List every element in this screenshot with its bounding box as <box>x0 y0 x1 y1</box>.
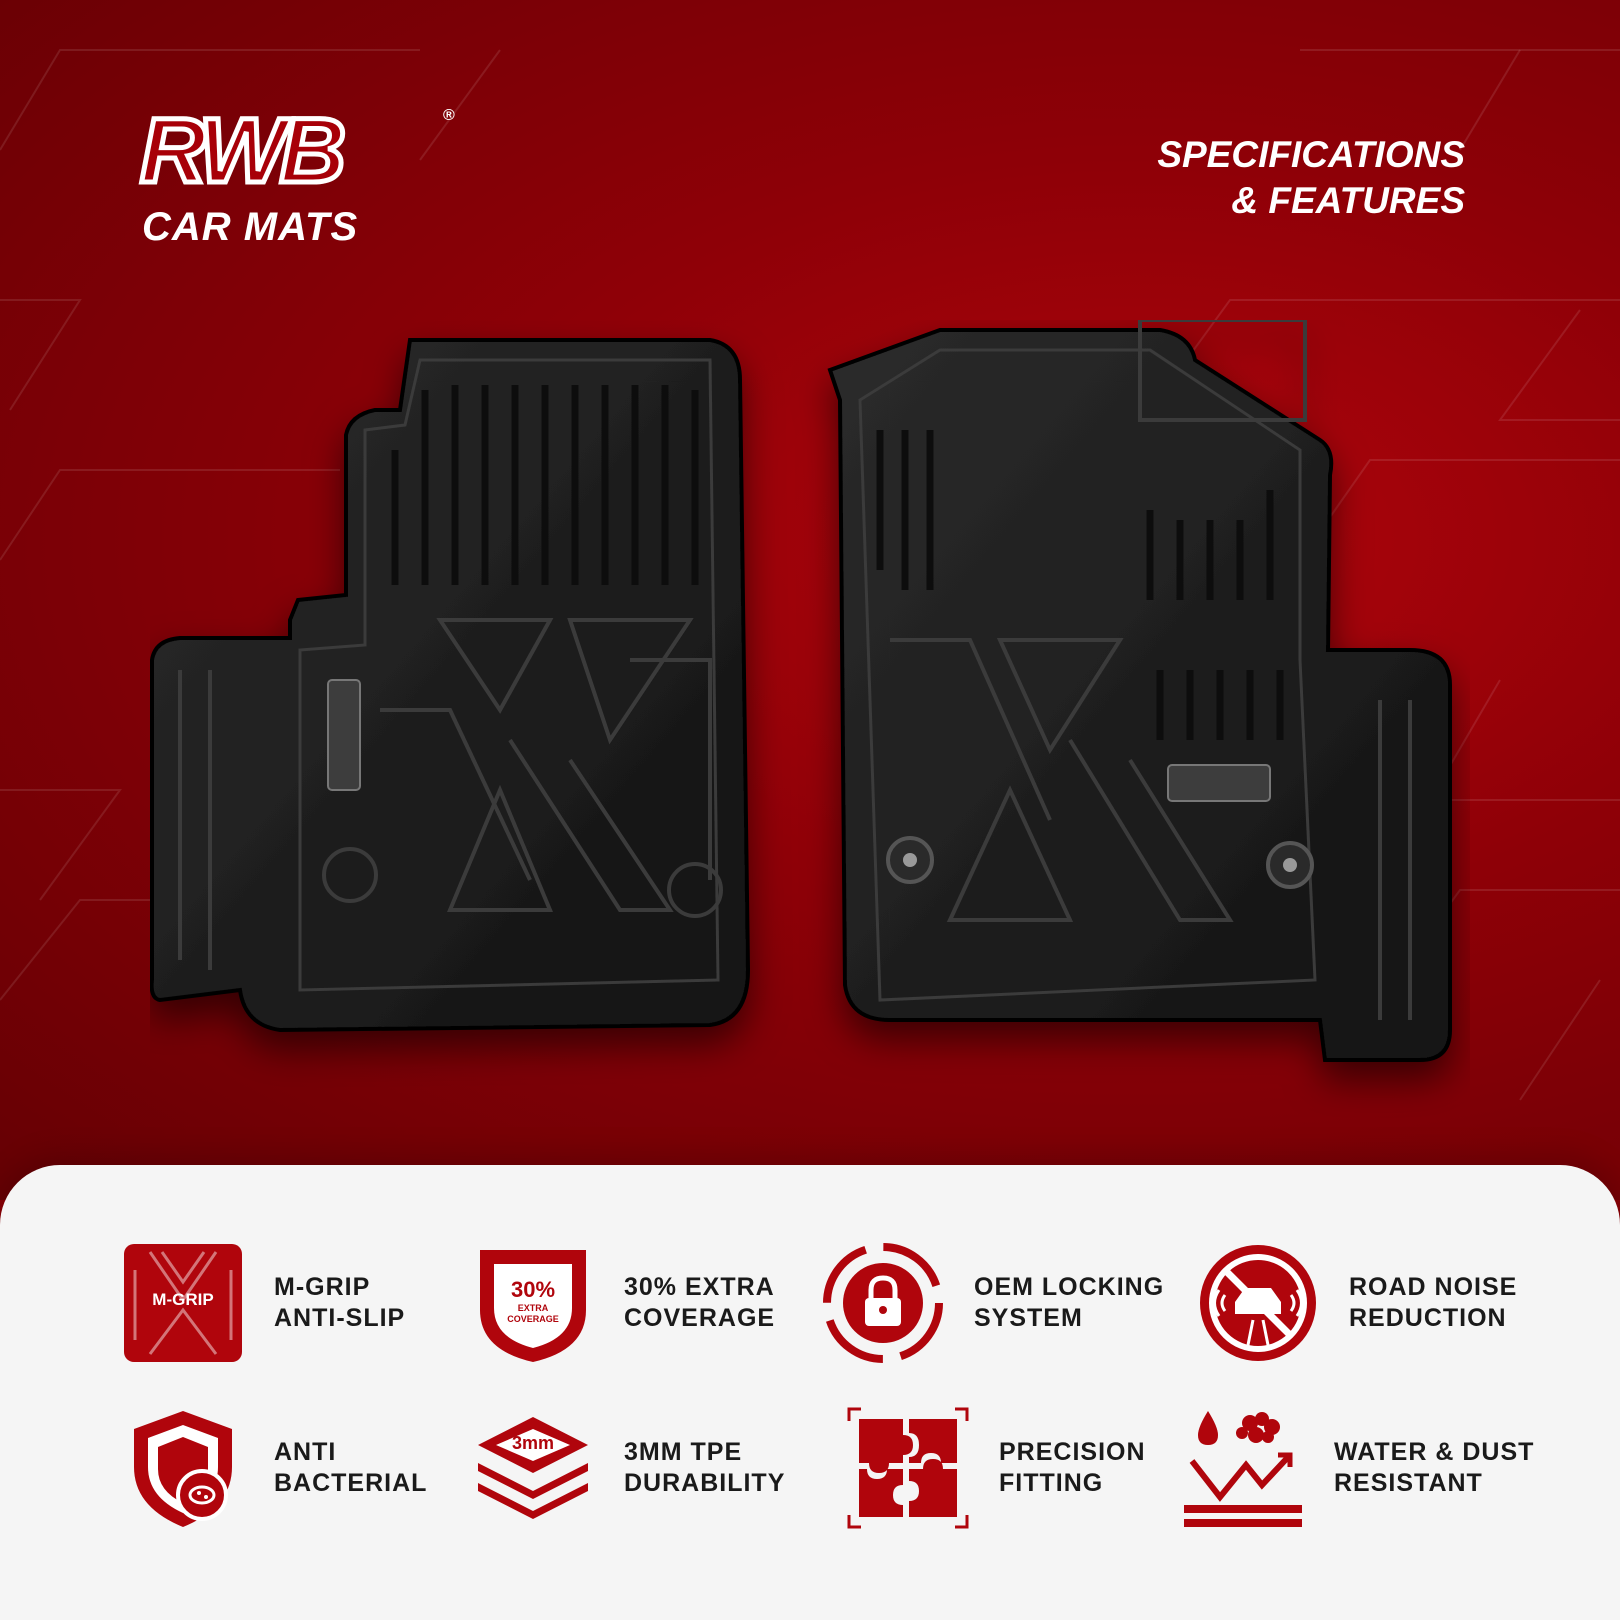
floor-mats-image <box>150 320 1452 1062</box>
feature-line-1: ROAD NOISE <box>1349 1273 1518 1301</box>
no-noise-icon <box>1195 1240 1321 1366</box>
layers-icon-text: 3mm <box>511 1433 555 1453</box>
feature-line-2: FITTING <box>999 1469 1104 1497</box>
feature-anti-bacterial: ANTI BACTERIAL <box>120 1405 427 1531</box>
logo-wordmark: RWB <box>137 100 348 202</box>
feature-label: ROAD NOISE REDUCTION <box>1349 1272 1517 1334</box>
feature-line-2: REDUCTION <box>1349 1304 1507 1332</box>
water-dust-icon <box>1180 1405 1306 1531</box>
feature-oem-locking: OEM LOCKING SYSTEM <box>820 1240 1164 1366</box>
brand-logo: RWB ® CAR MATS <box>137 100 470 255</box>
m-grip-icon-text: M-GRIP <box>152 1290 214 1309</box>
feature-precision-fitting: PRECISION FITTING <box>845 1405 1146 1531</box>
passenger-mat <box>827 320 1452 1062</box>
page-title: SPECIFICATIONS & FEATURES <box>1157 132 1465 224</box>
m-grip-icon: M-GRIP <box>120 1240 246 1366</box>
feature-line-2: RESISTANT <box>1334 1469 1483 1497</box>
feature-line-2: SYSTEM <box>974 1304 1083 1332</box>
feature-label: 3MM TPE DURABILITY <box>624 1437 785 1499</box>
feature-line-2: DURABILITY <box>624 1469 786 1497</box>
feature-label: PRECISION FITTING <box>999 1437 1146 1499</box>
features-panel: M-GRIP M-GRIP ANTI-SLIP 30% EXTRA COVERA… <box>0 1165 1620 1620</box>
feature-label: 30% EXTRA COVERAGE <box>624 1272 775 1334</box>
coverage-icon-text: 30% <box>510 1277 556 1302</box>
feature-line-2: COVERAGE <box>624 1304 776 1332</box>
antibacterial-shield-icon <box>120 1405 246 1531</box>
feature-coverage: 30% EXTRA COVERAGE 30% EXTRA COVERAGE <box>470 1240 775 1366</box>
title-line-2: & FEATURES <box>1231 180 1465 221</box>
feature-road-noise: ROAD NOISE REDUCTION <box>1195 1240 1517 1366</box>
feature-label: WATER & DUST RESISTANT <box>1334 1437 1534 1499</box>
feature-line-1: M-GRIP <box>274 1273 371 1301</box>
driver-mat <box>150 338 751 1033</box>
feature-line-1: OEM LOCKING <box>974 1273 1165 1301</box>
feature-label: M-GRIP ANTI-SLIP <box>274 1272 405 1334</box>
logo-subtitle: CAR MATS <box>142 205 359 249</box>
layers-icon: 3mm <box>470 1405 596 1531</box>
feature-3mm-tpe: 3mm 3MM TPE DURABILITY <box>470 1405 785 1531</box>
lock-icon <box>820 1240 946 1366</box>
title-line-1: SPECIFICATIONS <box>1157 134 1465 175</box>
hero-banner: RWB ® CAR MATS SPECIFICATIONS & FEATURES <box>0 0 1620 1200</box>
feature-m-grip: M-GRIP M-GRIP ANTI-SLIP <box>120 1240 405 1366</box>
feature-line-1: 3MM TPE <box>624 1438 743 1466</box>
feature-line-1: WATER & DUST <box>1334 1438 1535 1466</box>
coverage-icon-subtext: EXTRA COVERAGE <box>507 1303 559 1324</box>
feature-line-2: ANTI-SLIP <box>274 1304 406 1332</box>
feature-water-dust: WATER & DUST RESISTANT <box>1180 1405 1534 1531</box>
feature-label: ANTI BACTERIAL <box>274 1437 427 1499</box>
feature-line-1: ANTI <box>274 1438 337 1466</box>
feature-line-2: BACTERIAL <box>274 1469 428 1497</box>
feature-label: OEM LOCKING SYSTEM <box>974 1272 1164 1334</box>
registered-mark: ® <box>443 107 455 124</box>
puzzle-icon <box>845 1405 971 1531</box>
feature-line-1: 30% EXTRA <box>624 1273 775 1301</box>
feature-line-1: PRECISION <box>999 1438 1146 1466</box>
coverage-shield-icon: 30% EXTRA COVERAGE <box>470 1240 596 1366</box>
